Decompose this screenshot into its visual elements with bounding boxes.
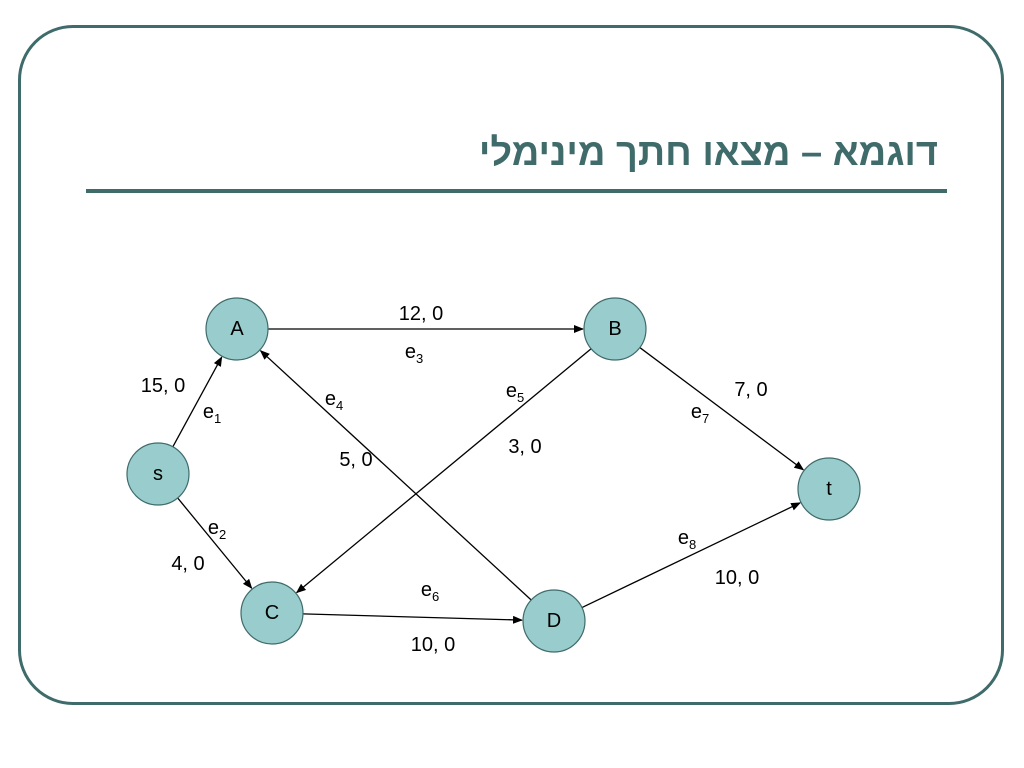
edge-e2-arrow — [177, 497, 253, 590]
title-underline — [86, 189, 947, 193]
edges-layer — [172, 325, 805, 624]
node-B-circle — [583, 297, 647, 361]
edge-name-base: e — [506, 380, 517, 402]
node-s-circle — [126, 442, 190, 506]
node-C-circle — [240, 581, 304, 645]
node-s: s — [126, 442, 190, 506]
node-s-label: s — [153, 463, 163, 485]
edge-e8-arrow — [581, 502, 802, 609]
edge-name-base: e — [208, 517, 219, 539]
node-D-circle — [522, 589, 586, 653]
edge-name-subscript: 8 — [689, 537, 696, 552]
edge-e6-name-label: e6 — [421, 579, 439, 604]
edge-name-subscript: 3 — [416, 351, 423, 366]
edge-e5-flow-label: 3, 0 — [508, 436, 541, 458]
node-A-label: A — [230, 318, 244, 340]
node-A: A — [205, 297, 269, 361]
edge-e7-arrow — [639, 347, 805, 471]
edge-e1-name-label: e1 — [203, 401, 221, 426]
edge-e3-name-label: e3 — [405, 341, 423, 366]
edge-e8-flow-label: 10, 0 — [715, 567, 759, 589]
edge-name-subscript: 5 — [517, 390, 524, 405]
node-t-circle — [797, 457, 861, 521]
edge-e7-flow-label: 7, 0 — [734, 379, 767, 401]
edge-name-subscript: 2 — [219, 527, 226, 542]
node-t-label: t — [826, 478, 832, 500]
edge-name-subscript: 7 — [702, 411, 709, 426]
edge-e2-flow-label: 4, 0 — [171, 553, 204, 575]
edge-name-base: e — [405, 341, 416, 363]
edge-e1-arrow — [172, 356, 223, 448]
node-D: D — [522, 589, 586, 653]
node-A-circle — [205, 297, 269, 361]
edge-e5-name-label: e5 — [506, 380, 524, 405]
edge-e8-name-label: e8 — [678, 527, 696, 552]
slide-frame — [18, 25, 1004, 705]
edge-name-base: e — [691, 401, 702, 423]
node-B-label: B — [608, 318, 621, 340]
edge-e6-flow-label: 10, 0 — [411, 634, 455, 656]
edge-name-subscript: 4 — [336, 398, 343, 413]
edge-e4-arrow — [259, 350, 532, 601]
edge-name-base: e — [325, 388, 336, 410]
node-B: B — [583, 297, 647, 361]
edge-e4-flow-label: 5, 0 — [339, 449, 372, 471]
edge-e5-arrow — [295, 348, 592, 594]
nodes-layer: A Bs tC D — [126, 297, 861, 653]
node-C: C — [240, 581, 304, 645]
edge-name-base: e — [421, 579, 432, 601]
edge-e2-name-label: e2 — [208, 517, 226, 542]
edge-name-subscript: 1 — [214, 411, 221, 426]
edge-e7-name-label: e7 — [691, 401, 709, 426]
node-D-label: D — [547, 610, 561, 632]
edge-name-base: e — [203, 401, 214, 423]
node-t: t — [797, 457, 861, 521]
edge-name-subscript: 6 — [432, 589, 439, 604]
edge-e1-flow-label: 15, 0 — [141, 375, 185, 397]
edge-name-base: e — [678, 527, 689, 549]
edge-e4-name-label: e4 — [325, 388, 343, 413]
edge-e6-arrow — [302, 613, 524, 624]
edge-e3-flow-label: 12, 0 — [399, 303, 443, 325]
node-C-label: C — [265, 602, 279, 624]
slide-title: דוגמא – מצאו חתך מינימלי — [478, 132, 938, 174]
